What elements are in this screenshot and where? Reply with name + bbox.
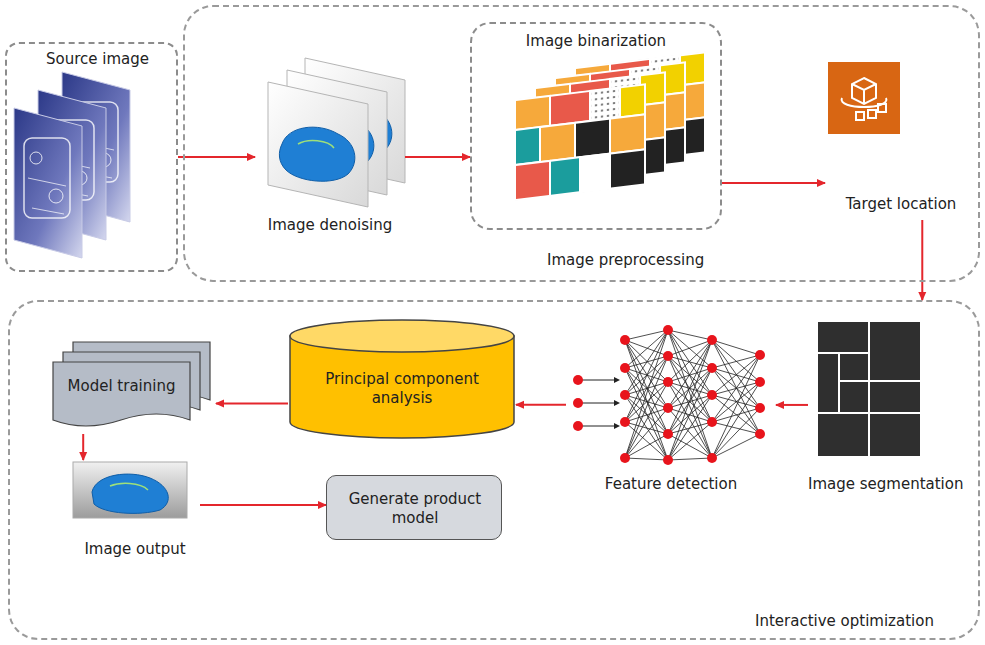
optimization-region: Interactive optimization Image segmentati… [8,300,980,640]
node-label: Image output [70,540,200,559]
flow-arrow [405,156,470,158]
denoising-stack [268,58,405,207]
flow-arrow [921,220,923,300]
flow-arrow [516,404,566,406]
node-label: Principal component analysis [302,354,502,424]
neural-network [573,325,765,465]
node-label: Image segmentation [808,475,958,494]
node-label: Generate product model [335,480,495,537]
segmentation-step: Image segmentation [808,318,958,498]
source-region: Source image [5,42,178,272]
output-image [73,462,187,518]
preprocessing-region: Image preprocessing Image denoising Image … [183,5,980,282]
node-label: Target location [825,195,977,214]
flow-arrow [216,402,288,404]
node-label: Image preprocessing [547,251,704,270]
feature-step: Feature detection [566,322,776,498]
segmentation-tiles [818,322,920,456]
flow-arrow [776,404,808,406]
document-stack: Model training [50,338,216,434]
target-step: Target location [825,60,977,220]
node-label: Source image [46,50,149,69]
node-label: Image binarization [472,32,720,51]
binarization-tiles [515,52,705,200]
target-icon [828,62,900,134]
flow-arrow [200,504,326,506]
process-box: Generate product model [326,475,502,540]
node-label: Feature detection [566,475,776,494]
output-step: Image output [70,460,200,560]
flow-arrow [178,156,255,158]
binarization-box: Image binarization [470,22,722,230]
source-image-stack [14,72,130,258]
flow-arrow [82,434,84,460]
database-cylinder: Principal component analysis [288,318,516,440]
node-label: Image denoising [255,216,405,235]
denoising-step: Image denoising [255,55,405,235]
node-label: Model training [53,362,190,410]
node-label: Interactive optimization [755,612,934,631]
flow-arrow [722,182,825,184]
